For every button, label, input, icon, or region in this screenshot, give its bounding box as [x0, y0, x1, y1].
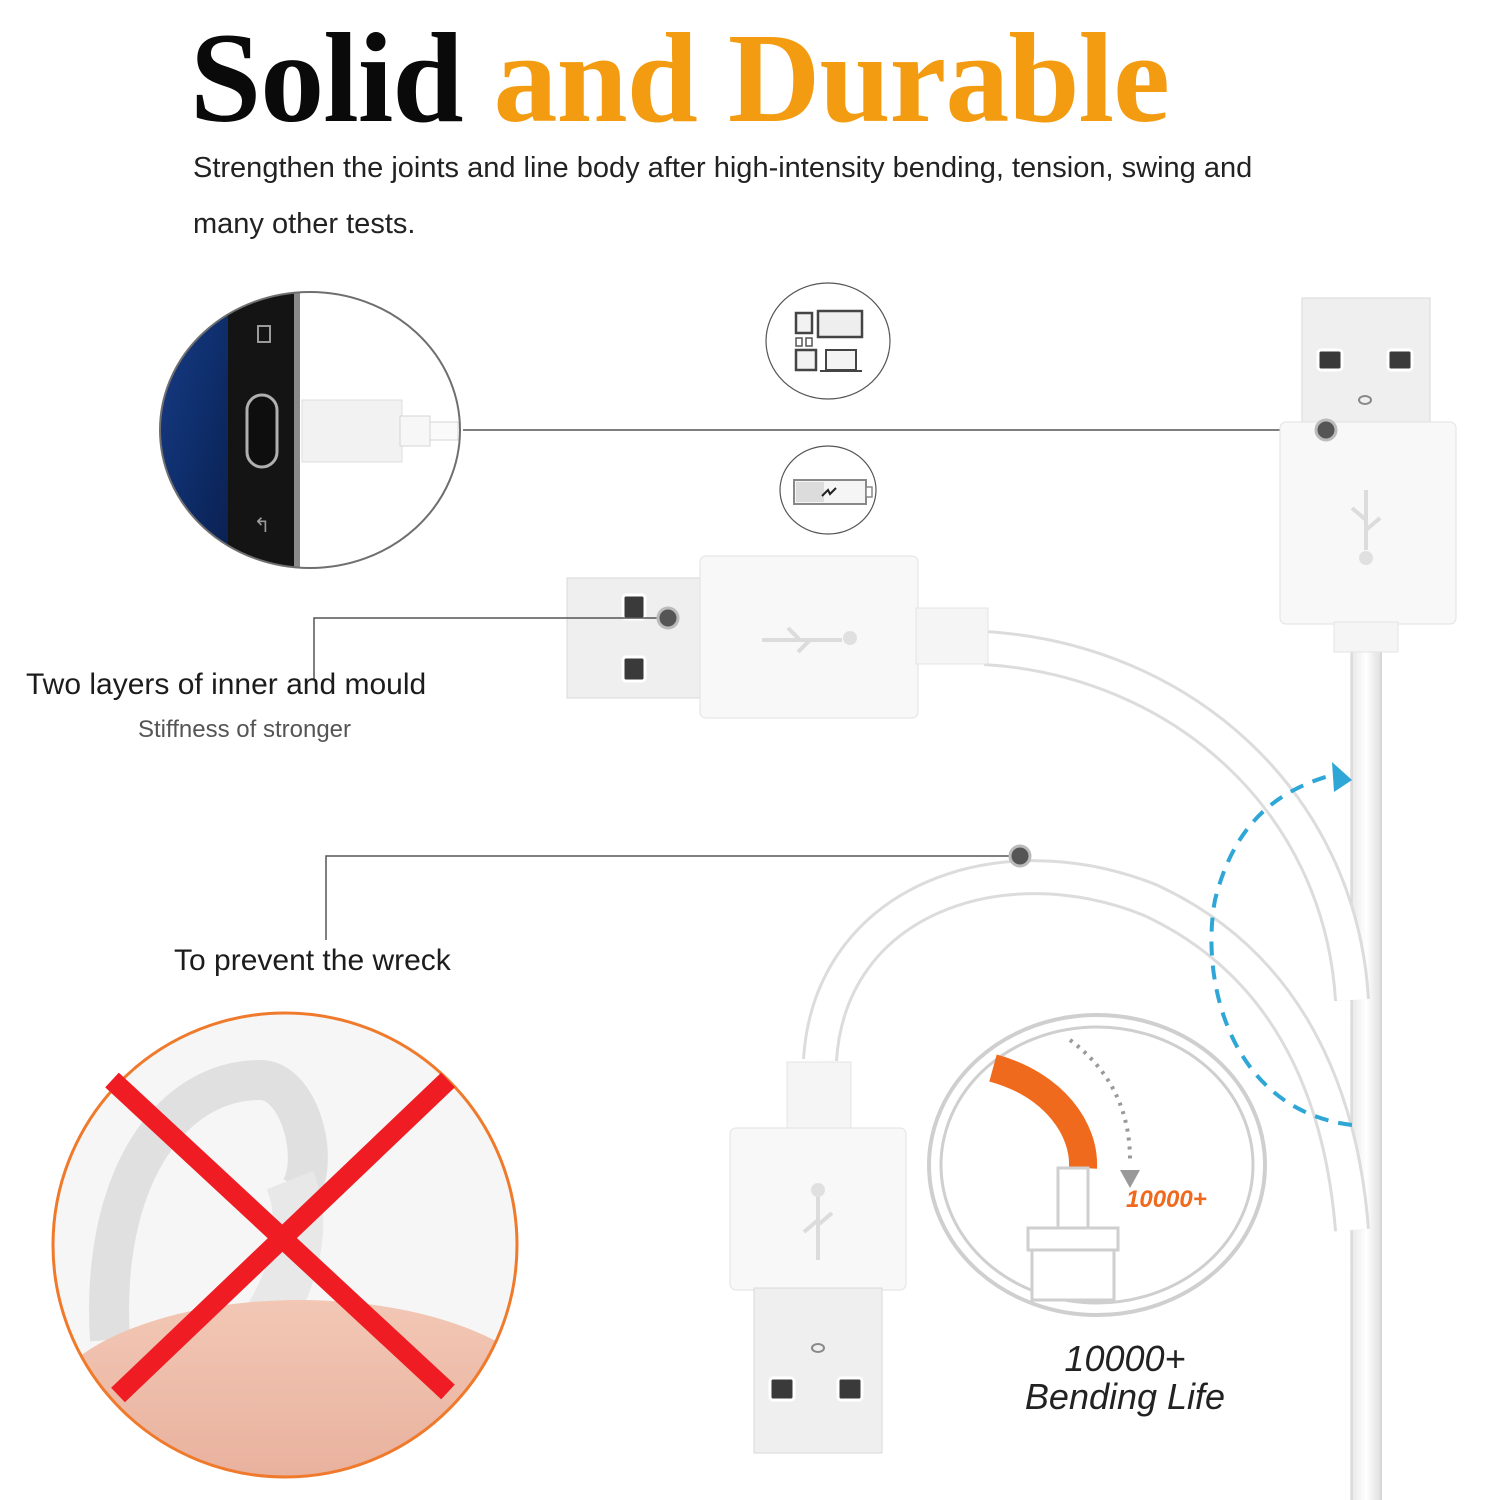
svg-text:↰: ↰ [254, 513, 271, 537]
callout-inner-mould-title: Two layers of inner and mould [26, 668, 427, 701]
no-bending-icon [51, 1011, 519, 1479]
battery-charging-icon [779, 445, 877, 535]
bend-arrow-icon [1209, 762, 1353, 1127]
page-title: Solid and Durable [190, 7, 1170, 149]
usb-connector-icon [729, 1061, 907, 1454]
bend-count-label: 10000+ [1126, 1186, 1207, 1213]
callout-inner-mould-subtitle: Stiffness of stronger [138, 716, 351, 743]
bend-test-icon [927, 1013, 1267, 1317]
bending-life-caption: 10000+ Bending Life [1000, 1340, 1250, 1416]
devices-icon [765, 282, 891, 400]
usb-connector-icon [1279, 297, 1457, 653]
callout-prevent-wreck: To prevent the wreck [174, 944, 451, 977]
title-word-solid: Solid [190, 7, 463, 149]
title-word-and-durable: and Durable [493, 7, 1170, 149]
callout-lines [313, 418, 1338, 940]
bending-life-text: Bending Life [1024, 1376, 1226, 1417]
bending-life-count: 10000+ [1064, 1338, 1186, 1379]
page-subtitle: Strengthen the joints and line body afte… [193, 152, 1253, 240]
phone-charging-port-icon: ↰ [159, 291, 461, 569]
cables [802, 630, 1382, 1500]
usb-connector-icon [566, 555, 989, 719]
